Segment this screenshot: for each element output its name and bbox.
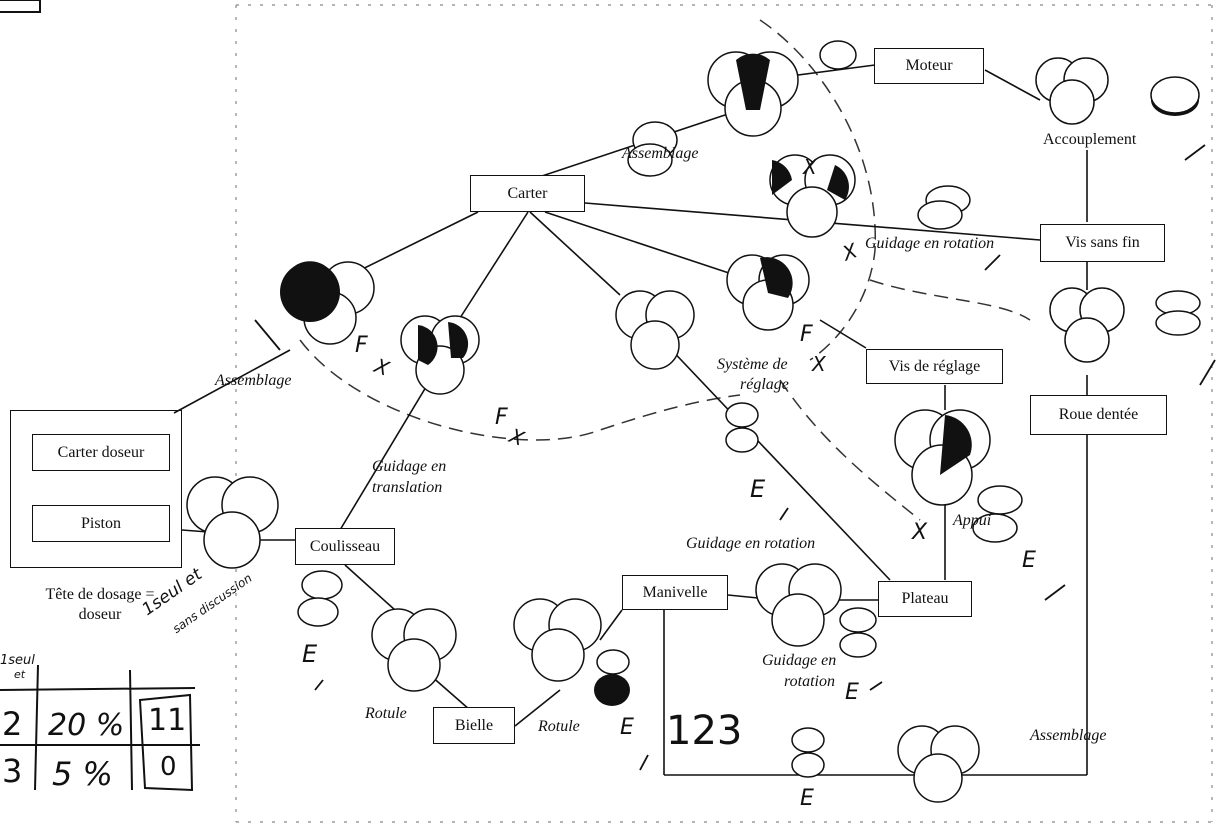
label-guidage-rotation-mid: Guidage en rotation — [686, 535, 816, 552]
component-manivelle: Manivelle — [622, 575, 728, 610]
label-rotule-left: Rotule — [365, 705, 407, 722]
scan-border — [235, 4, 1213, 823]
label-systeme-reglage-2: réglage — [740, 376, 789, 393]
link-symbol-carter-plateau — [615, 290, 695, 370]
hand-mark: F — [355, 333, 368, 358]
label-guidage-translation-2: translation — [372, 479, 443, 496]
group-caption: Tête de dosage = doseur — [20, 585, 180, 625]
component-vis-sans-fin: Vis sans fin — [1040, 224, 1165, 262]
link-symbol-accouplement — [1035, 57, 1109, 125]
link-symbol-piston — [186, 476, 279, 569]
label-guidage-rotation-top: Guidage en rotation — [865, 235, 995, 252]
hand-mark: E — [620, 715, 634, 740]
hand-table-cell: 5 % — [52, 755, 113, 793]
component-bielle: Bielle — [433, 707, 515, 744]
label-assemblage-left: Assemblage — [215, 372, 292, 389]
hand-mark: F — [800, 322, 813, 347]
hand-mark: X — [803, 155, 817, 179]
hand-table-cell: 11 — [148, 703, 187, 738]
hand-number: 123 — [666, 708, 743, 754]
hand-mark: E — [302, 640, 318, 668]
label-appui: Appui — [953, 512, 992, 529]
dashed-annotations — [299, 19, 1031, 521]
hand-mark: F — [495, 405, 508, 430]
solid-links — [173, 64, 1088, 776]
component-moteur: Moteur — [874, 48, 984, 84]
component-coulisseau: Coulisseau — [295, 528, 395, 565]
hand-table-header-1: 1seul — [0, 653, 35, 668]
hand-mark: E — [845, 680, 859, 705]
component-vis-de-reglage: Vis de réglage — [866, 349, 1003, 384]
hand-mark: X — [912, 520, 928, 545]
hand-table-cell: 2 — [2, 705, 23, 743]
link-symbol-rotule-left — [371, 608, 457, 692]
link-symbol-guidage-top — [769, 154, 856, 238]
handwritten-ovals — [297, 40, 1201, 778]
link-symbol-rotule-right — [513, 598, 602, 682]
hand-mark: E — [800, 786, 814, 811]
hand-table-cell: 20 % — [48, 708, 125, 743]
label-guidage-rotation-bottom-1: Guidage en — [762, 652, 837, 669]
link-symbol-assemblage-bottom — [897, 725, 980, 803]
label-guidage-rotation-bottom-2: rotation — [784, 673, 835, 690]
component-carter-doseur: Carter doseur — [32, 434, 170, 471]
link-symbols — [186, 51, 1125, 803]
group-tete-de-dosage — [10, 410, 182, 568]
hand-strokes — [254, 144, 1216, 771]
label-assemblage-bottom: Assemblage — [1030, 727, 1107, 744]
link-symbol-carter-mid — [400, 315, 480, 395]
hand-table-cell: 3 — [2, 752, 23, 790]
component-roue-dentee: Roue dentée — [1030, 395, 1167, 435]
hand-table-header-2: et — [14, 668, 26, 681]
label-systeme-reglage-1: Système de — [717, 356, 788, 373]
component-carter: Carter — [470, 175, 585, 212]
component-piston: Piston — [32, 505, 170, 542]
hand-mark: E — [750, 475, 766, 503]
link-symbol-guidage-bottom — [755, 563, 842, 647]
label-assemblage-top: Assemblage — [622, 145, 699, 162]
component-plateau: Plateau — [878, 581, 972, 617]
label-guidage-translation-1: Guidage en — [372, 458, 447, 475]
hand-mark: X — [812, 352, 826, 376]
group-caption-line-1: Tête de dosage = — [45, 586, 155, 603]
hand-table-grid — [0, 0, 200, 792]
label-rotule-right: Rotule — [538, 718, 580, 735]
link-symbol-vis-sans-fin — [1049, 287, 1125, 363]
group-caption-line-2: doseur — [78, 606, 122, 623]
hand-mark: E — [1022, 548, 1036, 573]
hand-table-cell: 0 — [160, 752, 177, 782]
label-accouplement: Accouplement — [1043, 131, 1137, 148]
